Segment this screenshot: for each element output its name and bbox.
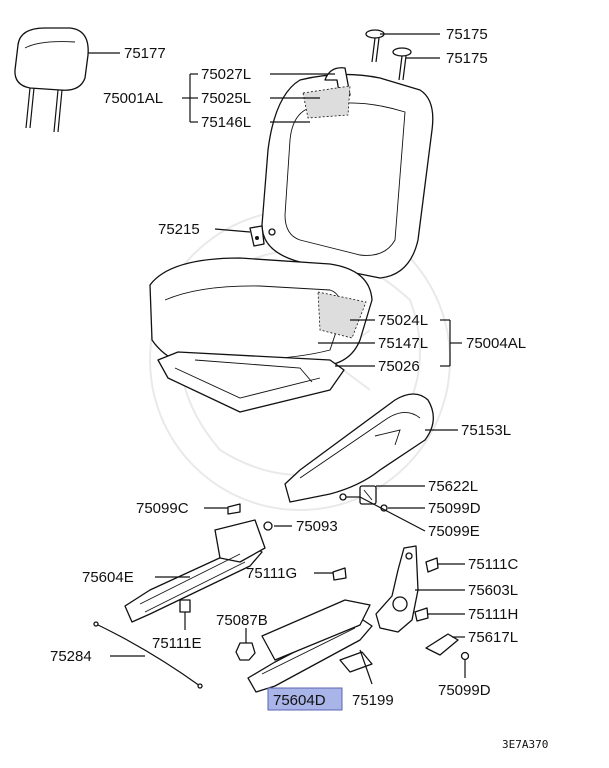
pad-part xyxy=(339,651,373,673)
handle-part xyxy=(425,633,459,656)
label-75027L: 75027L xyxy=(201,66,251,83)
label-75111E: 75111E xyxy=(152,635,202,652)
label-75004AL: 75004AL xyxy=(466,335,526,352)
cable-part xyxy=(93,621,203,689)
bracket-75215-part xyxy=(249,225,276,247)
label-75111G: 75111G xyxy=(246,565,297,582)
headrest-guide-parts xyxy=(365,29,412,81)
label-75604E: 75604E xyxy=(82,569,134,586)
label-75087B: 75087B xyxy=(216,612,268,629)
seat-back-part xyxy=(261,67,434,279)
label-75025L: 75025L xyxy=(201,90,251,107)
label-75099D-lower: 75099D xyxy=(438,682,491,699)
label-75175-bottom: 75175 xyxy=(446,50,488,67)
label-75099C: 75099C xyxy=(136,500,189,517)
label-75177: 75177 xyxy=(124,45,166,62)
highlight-box xyxy=(267,687,343,711)
headrest-part xyxy=(14,27,89,133)
screw-parts xyxy=(179,493,470,661)
label-75622L: 75622L xyxy=(428,478,478,495)
label-75001AL: 75001AL xyxy=(103,90,163,107)
label-75153L: 75153L xyxy=(461,422,511,439)
label-75099D-upper: 75099D xyxy=(428,500,481,517)
label-75617L: 75617L xyxy=(468,629,518,646)
label-75603L: 75603L xyxy=(468,582,518,599)
label-75284: 75284 xyxy=(50,648,92,665)
label-75215: 75215 xyxy=(158,221,200,238)
label-75099E: 75099E xyxy=(428,523,480,540)
seat-cushion-part xyxy=(149,257,373,373)
label-75026: 75026 xyxy=(378,358,420,375)
recliner-part xyxy=(375,545,419,633)
label-75146L: 75146L xyxy=(201,114,251,131)
label-75093: 75093 xyxy=(296,518,338,535)
label-75024L: 75024L xyxy=(378,312,428,329)
label-75111H: 75111H xyxy=(468,606,518,623)
label-75604D: 75604D xyxy=(273,692,326,709)
seat-rail-left-part xyxy=(124,519,266,623)
leader-lines xyxy=(88,33,466,685)
label-75111C: 75111C xyxy=(468,556,518,573)
label-75199: 75199 xyxy=(352,692,394,709)
diagram-code: 3E7A370 xyxy=(502,738,548,751)
label-75147L: 75147L xyxy=(378,335,428,352)
seat-rail-right-part xyxy=(247,599,373,693)
label-75175-top: 75175 xyxy=(446,26,488,43)
side-shield-part xyxy=(284,393,434,503)
seat-frame-part xyxy=(157,351,345,413)
